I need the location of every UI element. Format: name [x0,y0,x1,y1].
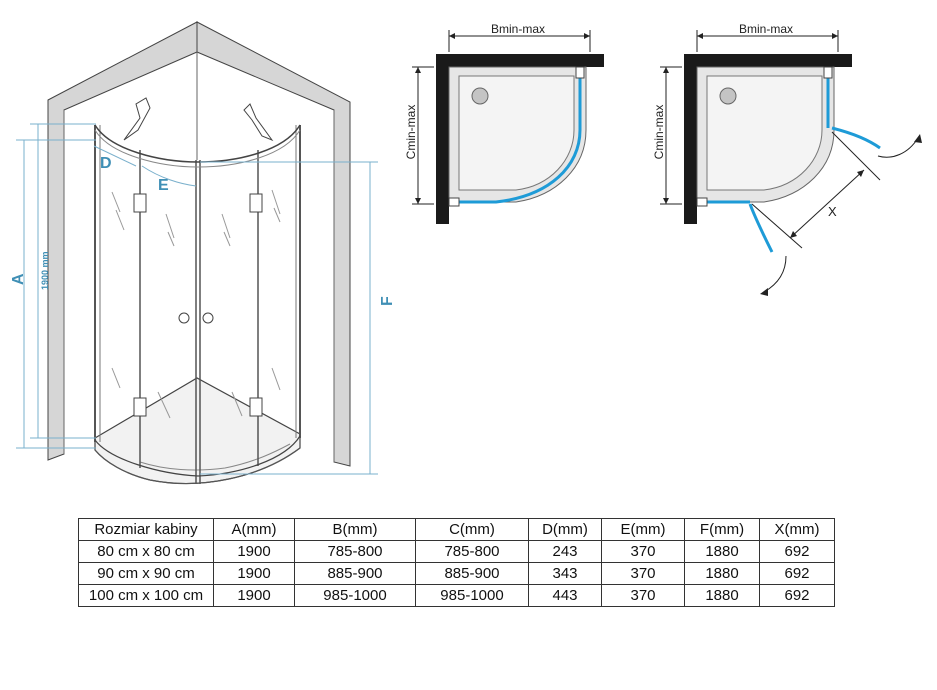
shower-tray [94,377,301,485]
table-row: 80 cm x 80 cm 1900 785-800 785-800 243 3… [78,540,835,563]
table-cell: 885-900 [294,562,416,585]
table-row: 90 cm x 90 cm 1900 885-900 885-900 343 3… [78,562,835,585]
table-cell: 370 [601,584,685,607]
right-knob-icon [202,312,214,324]
table-cell: 100 cm x 100 cm [78,584,214,607]
column-header: F(mm) [684,518,760,541]
column-header: B(mm) [294,518,416,541]
label-x: X [828,204,837,219]
left-knob-icon [178,312,190,324]
table-cell: 1900 [213,584,295,607]
table-cell: 692 [759,584,835,607]
table-cell: 885-900 [415,562,529,585]
drain-icon [719,87,737,105]
table-cell: 1900 [213,540,295,563]
table-cell: 692 [759,562,835,585]
label-e: E [158,177,169,194]
label-d: D [100,155,112,172]
drain-icon [471,87,489,105]
table-cell: 985-1000 [294,584,416,607]
table-cell: 1880 [684,584,760,607]
label-f: F [379,296,396,306]
table-cell: 90 cm x 90 cm [78,562,214,585]
plan-view-closed: Bmin-max Cmin-max [404,22,604,224]
table-cell: 243 [528,540,602,563]
table-cell: 985-1000 [415,584,529,607]
label-bminmax-2: Bmin-max [739,22,793,36]
table-header-row: Rozmiar kabiny A(mm) B(mm) C(mm) D(mm) E… [78,518,835,541]
column-header: A(mm) [213,518,295,541]
table-cell: 692 [759,540,835,563]
label-cminmax-2: Cmin-max [652,105,666,160]
label-cminmax-1: Cmin-max [404,105,418,160]
perspective-view: A 1900 mm D E F [10,21,396,485]
table-cell: 443 [528,584,602,607]
table-row: 100 cm x 100 cm 1900 985-1000 985-1000 4… [78,584,835,607]
table-cell: 1880 [684,540,760,563]
table-cell: 370 [601,540,685,563]
table-cell: 80 cm x 80 cm [78,540,214,563]
table-cell: 1880 [684,562,760,585]
plan-view-open: Bmin-max Cmin-max X [652,22,922,296]
dimensions-table: Rozmiar kabiny A(mm) B(mm) C(mm) D(mm) E… [78,518,835,607]
table-cell: 785-800 [415,540,529,563]
label-bminmax-1: Bmin-max [491,22,545,36]
column-header: E(mm) [601,518,685,541]
column-header: X(mm) [759,518,835,541]
table-cell: 370 [601,562,685,585]
table-cell: 785-800 [294,540,416,563]
table-cell: 343 [528,562,602,585]
table-cell: 1900 [213,562,295,585]
column-header: Rozmiar kabiny [78,518,214,541]
column-header: D(mm) [528,518,602,541]
label-height: 1900 mm [40,251,50,290]
column-header: C(mm) [415,518,529,541]
label-a: A [10,273,27,285]
